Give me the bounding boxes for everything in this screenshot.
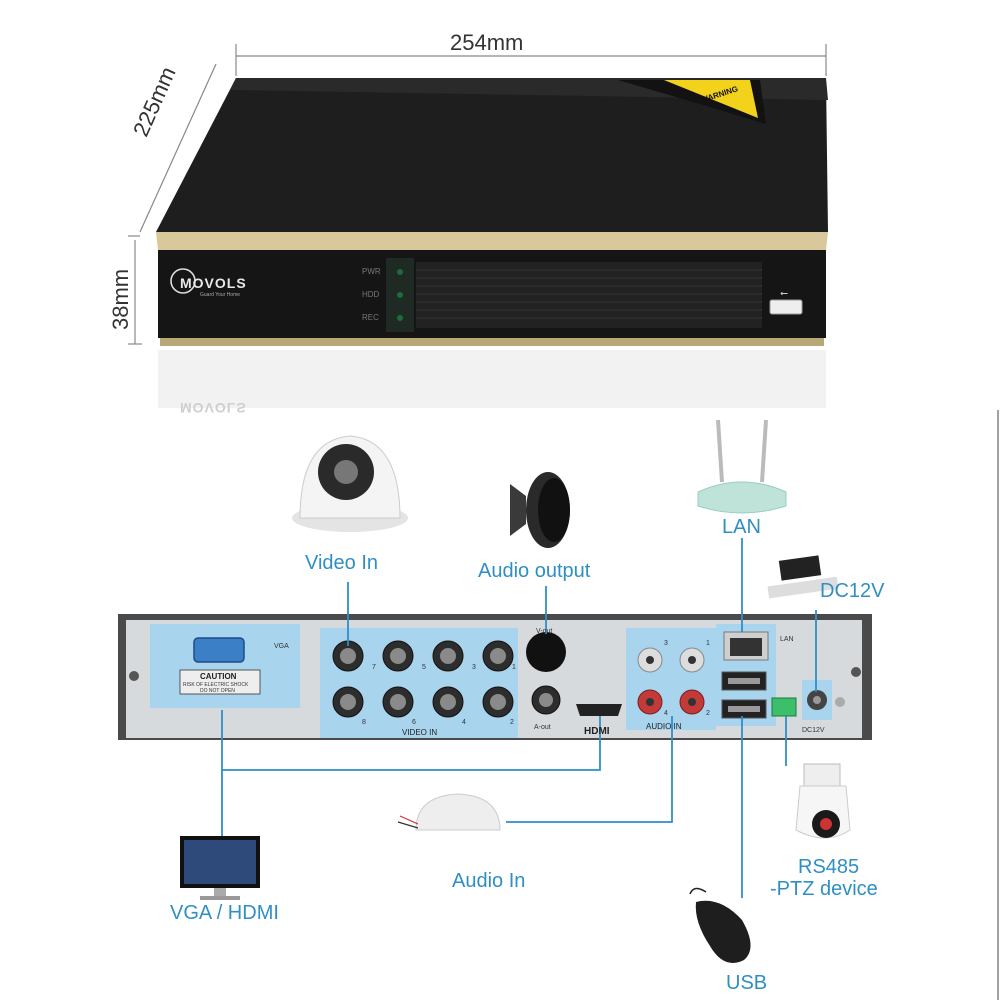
callout-dc12v: DC12V <box>820 580 885 602</box>
power-adapter-icon <box>767 555 839 599</box>
audio-in-port-label: AUDIO IN <box>646 722 682 731</box>
height-dimension: 38mm <box>108 268 133 330</box>
bnc-label-2: 2 <box>510 719 514 726</box>
v-out-port <box>526 632 566 672</box>
rs485-terminal <box>771 697 797 717</box>
vga-hdmi-line <box>221 716 601 840</box>
bnc-label-1: 1 <box>512 664 516 671</box>
lan-port-label: LAN <box>780 636 794 643</box>
hdmi-port <box>576 704 622 716</box>
rear-panel-diagram <box>118 410 999 1000</box>
dome-camera-icon <box>292 435 408 532</box>
svg-text:⭠: ⭠ <box>780 288 788 299</box>
audio-in-line <box>506 716 673 823</box>
audio-label-3: 3 <box>664 640 668 647</box>
brand-logo-icon <box>170 268 196 294</box>
audio-label-4: 4 <box>664 710 668 717</box>
v-out-label: V-out <box>536 628 553 635</box>
mouse-icon <box>689 887 751 963</box>
dvr-front-illustration: ⭠ <box>128 44 828 408</box>
callout-usb: USB <box>726 972 768 994</box>
brand-logo-text: MOVOLS <box>180 275 247 291</box>
callout-rs485-line1: RS485 <box>798 856 860 878</box>
width-dimension: 254mm <box>450 30 524 55</box>
ptz-camera-icon <box>795 763 851 839</box>
caution-label <box>179 669 261 695</box>
ground-screw-icon <box>835 697 845 707</box>
caution-line2: DO NOT OPEN <box>200 688 235 694</box>
caution-title: CAUTION <box>200 672 237 681</box>
brand-tagline: Guard Your Home <box>200 292 241 298</box>
pwr-led-icon <box>397 269 403 275</box>
audio-in-region <box>626 628 716 730</box>
warning-sticker <box>664 80 758 118</box>
monitor-icon <box>180 836 260 900</box>
rec-label: REC <box>362 313 379 322</box>
vga-region <box>150 624 300 708</box>
dvr-reflection <box>158 350 826 408</box>
hdd-led-icon <box>397 292 403 298</box>
speaker-icon <box>510 472 570 548</box>
front-usb-port <box>769 299 803 315</box>
callout-video-in: Video In <box>305 552 379 574</box>
a-out-label: A-out <box>534 724 551 731</box>
rec-led-icon <box>397 315 403 321</box>
vga-label: VGA <box>274 643 289 650</box>
bnc-label-5: 5 <box>422 664 426 671</box>
pwr-label: PWR <box>362 267 381 276</box>
callout-audio-output: Audio output <box>478 560 591 582</box>
router-icon <box>697 419 787 514</box>
callout-vga-hdmi: VGA / HDMI <box>170 902 279 924</box>
bnc-label-6: 6 <box>412 719 416 726</box>
video-in-port-label: VIDEO IN <box>402 728 438 737</box>
microphone-icon <box>397 793 501 831</box>
callout-lan: LAN <box>722 516 761 538</box>
bnc-label-3: 3 <box>472 664 476 671</box>
bnc-label-8: 8 <box>362 719 366 726</box>
dc-port-label: DC12V <box>802 727 825 734</box>
vga-port <box>193 637 245 663</box>
gold-trim-top <box>156 232 828 250</box>
hdd-label: HDD <box>362 290 380 299</box>
callout-rs485-line2: -PTZ device <box>770 878 878 900</box>
dvr-top-lid <box>156 78 828 232</box>
front-vent <box>416 262 762 328</box>
audio-label-2: 2 <box>706 710 710 717</box>
bnc-label-7: 7 <box>372 664 376 671</box>
gold-trim-bottom <box>160 338 824 346</box>
bnc-label-4: 4 <box>462 719 466 726</box>
callout-audio-in: Audio In <box>452 870 526 892</box>
caution-line1: RISK OF ELECTRIC SHOCK <box>183 682 249 688</box>
audio-label-1: 1 <box>706 640 710 647</box>
hdmi-label: HDMI <box>584 726 610 737</box>
